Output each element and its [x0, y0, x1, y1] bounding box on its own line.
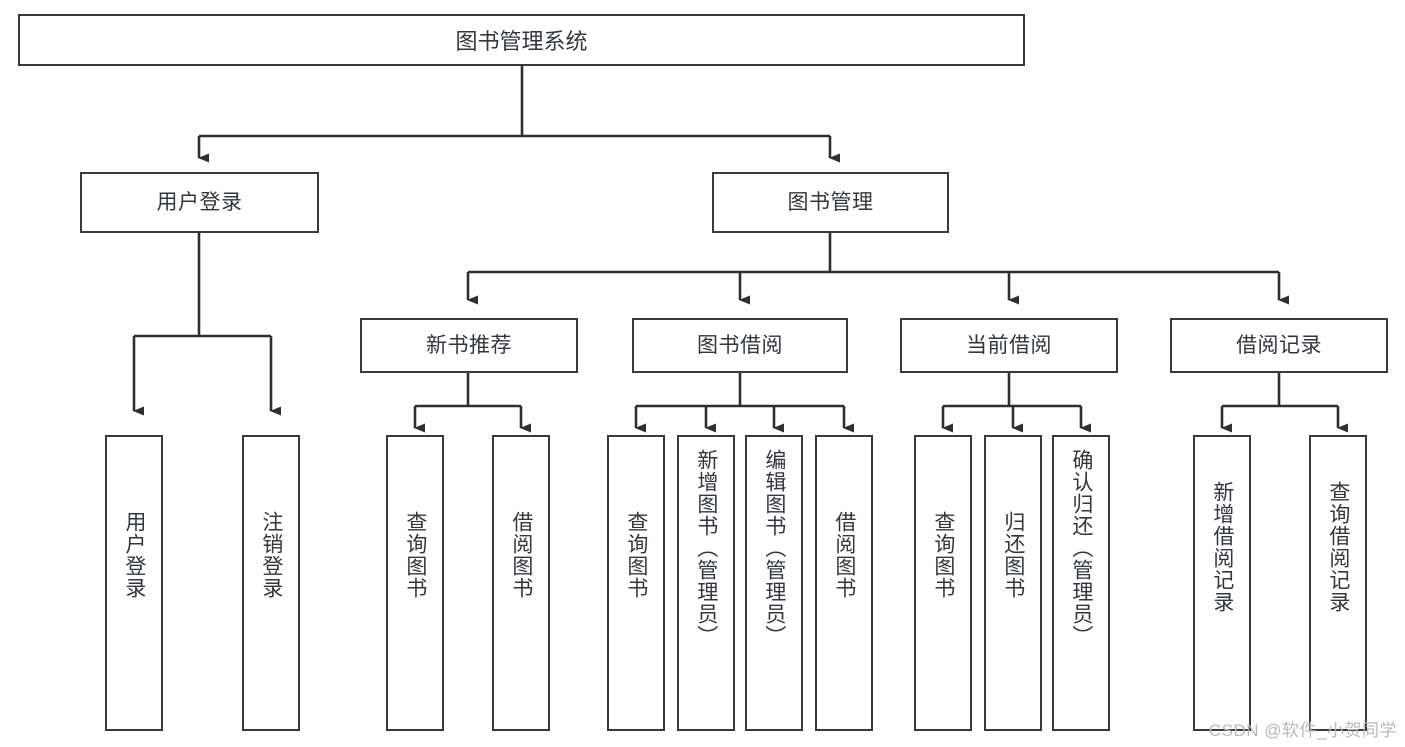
node-leaf-borrow-book-2[interactable]: 借阅图书: [815, 435, 873, 731]
node-leaf-add-record-label: 新增借阅记录: [1210, 481, 1234, 613]
node-leaf-borrow-book-1-label: 借阅图书: [509, 511, 533, 599]
node-leaf-query-book-3-label: 查询图书: [931, 511, 955, 599]
node-leaf-query-book-1[interactable]: 查询图书: [386, 435, 444, 731]
node-leaf-confirm-return[interactable]: 确认归还（管理员）: [1052, 435, 1110, 731]
node-borrow-record-label: 借阅记录: [1236, 333, 1322, 357]
node-leaf-query-book-2[interactable]: 查询图书: [607, 435, 665, 731]
csdn-watermark: CSDN @软件_小贺同学: [1208, 721, 1397, 740]
node-root-label: 图书管理系统: [455, 29, 588, 54]
node-leaf-borrow-book-2-label: 借阅图书: [832, 511, 856, 599]
node-leaf-edit-book[interactable]: 编辑图书（管理员）: [745, 435, 803, 731]
node-user-login-label: 用户登录: [156, 190, 243, 214]
node-leaf-add-record[interactable]: 新增借阅记录: [1193, 435, 1251, 731]
node-book-management[interactable]: 图书管理: [712, 172, 949, 233]
node-root[interactable]: 图书管理系统: [18, 14, 1025, 66]
node-leaf-query-book-2-label: 查询图书: [624, 511, 648, 599]
node-leaf-confirm-return-label: 确认归还（管理员）: [1069, 449, 1093, 647]
node-current-borrow-label: 当前借阅: [966, 333, 1052, 357]
node-leaf-return-book[interactable]: 归还图书: [984, 435, 1042, 731]
node-leaf-query-record[interactable]: 查询借阅记录: [1309, 435, 1367, 731]
node-leaf-borrow-book-1[interactable]: 借阅图书: [492, 435, 550, 731]
node-leaf-edit-book-label: 编辑图书（管理员）: [762, 449, 786, 647]
node-user-login[interactable]: 用户登录: [80, 172, 319, 233]
node-book-borrow-label: 图书借阅: [697, 333, 783, 357]
node-book-borrow[interactable]: 图书借阅: [632, 318, 848, 373]
node-leaf-query-record-label: 查询借阅记录: [1326, 481, 1350, 613]
node-new-book-recommend[interactable]: 新书推荐: [360, 318, 578, 373]
node-leaf-logout-login-label: 注销登录: [259, 511, 283, 599]
node-leaf-query-book-1-label: 查询图书: [403, 511, 427, 599]
node-new-book-recommend-label: 新书推荐: [426, 333, 512, 357]
node-leaf-return-book-label: 归还图书: [1001, 511, 1025, 599]
node-leaf-add-book[interactable]: 新增图书（管理员）: [677, 435, 735, 731]
node-leaf-user-login-label: 用户登录: [122, 511, 146, 599]
node-book-management-label: 图书管理: [787, 190, 874, 214]
node-leaf-query-book-3[interactable]: 查询图书: [914, 435, 972, 731]
node-leaf-add-book-label: 新增图书（管理员）: [694, 449, 718, 647]
node-borrow-record[interactable]: 借阅记录: [1170, 318, 1388, 373]
node-current-borrow[interactable]: 当前借阅: [900, 318, 1118, 373]
node-leaf-logout-login[interactable]: 注销登录: [242, 435, 300, 731]
node-leaf-user-login[interactable]: 用户登录: [105, 435, 163, 731]
